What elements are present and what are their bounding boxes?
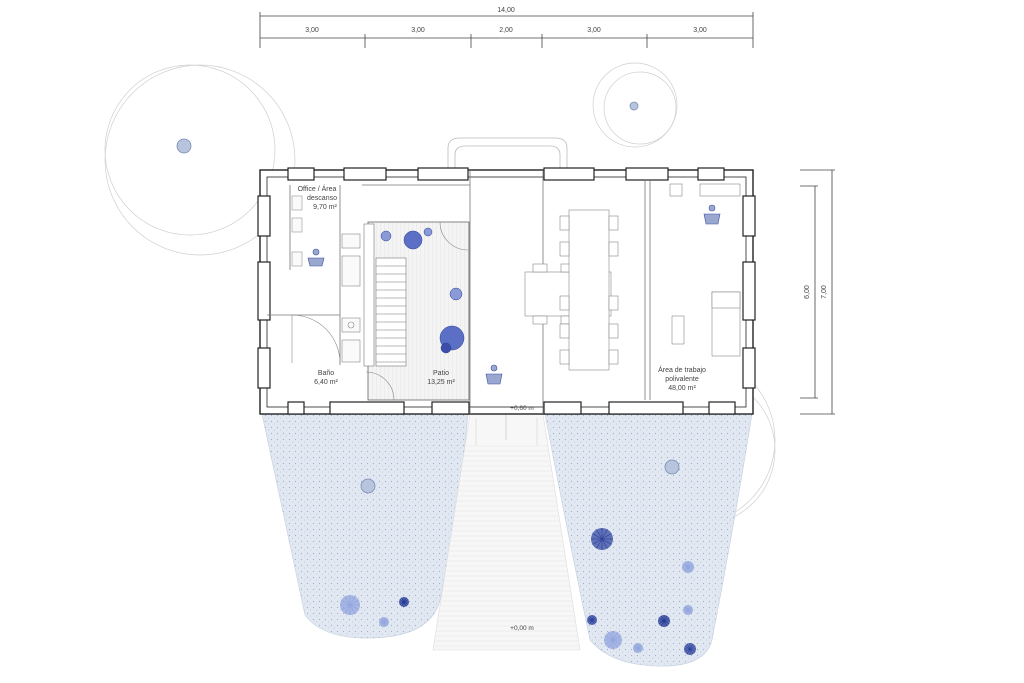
room-label-bathroom: Baño 6,40 m² — [314, 370, 338, 386]
room-workspace-area: 48,00 m² — [668, 385, 696, 392]
entrance-path — [432, 413, 581, 651]
level-entrance: +0,60 m — [510, 405, 534, 412]
dimension-segment-4: 3,00 — [587, 27, 601, 34]
office-furniture — [291, 195, 303, 267]
shrub-icon — [591, 528, 613, 550]
dimension-depth-outer: 7,00 — [821, 285, 828, 299]
right-dimension-lines — [800, 169, 835, 415]
room-bathroom-name: Baño — [318, 370, 334, 377]
shrub-icon — [684, 643, 696, 655]
shrub-icon — [379, 617, 389, 627]
workspace-furniture — [669, 183, 741, 357]
room-label-workspace: Área de trabajo polivalente 48,00 m² — [658, 365, 706, 392]
room-bathroom-area: 6,40 m² — [314, 379, 338, 386]
room-office-line2: descanso — [307, 195, 337, 202]
patio-plants — [380, 227, 465, 354]
shrub-icon — [604, 631, 622, 649]
person-figure-workspace — [703, 204, 721, 225]
top-dimension-lines — [259, 12, 754, 48]
room-courtyard-name: Patio — [433, 370, 449, 377]
tree-trunk-icon — [664, 459, 680, 475]
garden-shrubs — [340, 528, 696, 655]
dimension-depth-inner: 6,00 — [804, 285, 811, 299]
room-workspace-line1: Área de trabajo — [658, 365, 706, 374]
tree-trunk-icon — [360, 478, 376, 494]
door-swings — [291, 221, 469, 401]
shrub-icon — [340, 595, 360, 615]
shrub-icon — [682, 561, 694, 573]
room-office-area: 9,70 m² — [313, 204, 337, 211]
shrub-icon — [633, 643, 643, 653]
room-label-courtyard: Patio 13,25 m² — [427, 370, 455, 386]
shrub-icon — [587, 615, 597, 625]
room-courtyard-area: 13,25 m² — [427, 379, 455, 386]
room-workspace-line2: polivalente — [665, 376, 699, 383]
tree-trunk-icon — [176, 138, 192, 154]
building-floor — [260, 170, 753, 414]
person-figure-office — [307, 248, 325, 267]
dimension-segment-1: 3,00 — [305, 27, 319, 34]
person-figure-entrance — [485, 364, 503, 385]
room-label-office: Office / Área descanso 9,70 m² — [298, 184, 338, 211]
staircase — [363, 223, 407, 367]
room-office-line1: Office / Área — [298, 184, 337, 193]
garden-left — [261, 413, 469, 639]
shrub-icon — [399, 597, 409, 607]
dimension-overall-width: 14,00 — [497, 7, 515, 14]
entry-canopy — [447, 137, 568, 170]
dimension-segment-2: 3,00 — [411, 27, 425, 34]
worktable — [559, 209, 619, 371]
shrub-icon — [658, 615, 670, 627]
bathroom-fixtures — [341, 233, 361, 363]
garden-right — [544, 413, 753, 667]
level-ground: +0,00 m — [510, 625, 534, 632]
windows — [257, 167, 756, 415]
tree-trunk-icon — [629, 101, 639, 111]
dimension-segment-5: 3,00 — [693, 27, 707, 34]
dimension-segment-3: 2,00 — [499, 27, 513, 34]
shrub-icon — [683, 605, 693, 615]
